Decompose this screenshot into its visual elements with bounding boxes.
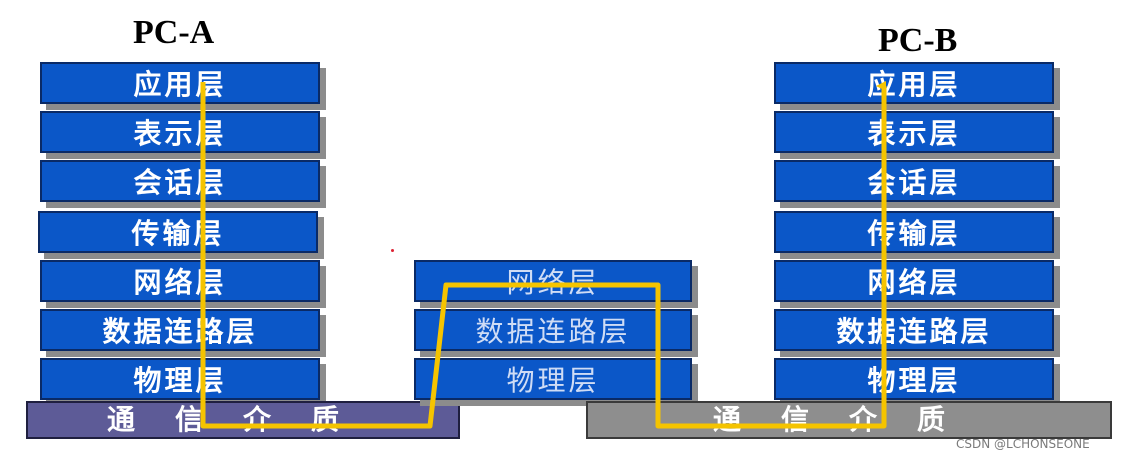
stray-dot: [391, 249, 394, 252]
pc-b-layer-presentation: 表示层: [774, 111, 1054, 153]
pc-a-layer-physical: 物理层: [40, 358, 320, 400]
pc-a-medium: 通信介质: [26, 401, 460, 439]
pc-b-medium: 通信介质: [586, 401, 1112, 439]
router-layer-datalink: 数据连路层: [414, 309, 692, 351]
pc-a-layer-datalink: 数据连路层: [40, 309, 320, 351]
pc-a-layer-application: 应用层: [40, 62, 320, 104]
pc-b-title: PC-B: [878, 22, 958, 59]
pc-b-layer-session: 会话层: [774, 160, 1054, 202]
pc-a-layer-session: 会话层: [40, 160, 320, 202]
router-layer-network: 网络层: [414, 260, 692, 302]
pc-b-layer-datalink: 数据连路层: [774, 309, 1054, 351]
router-layer-physical: 物理层: [414, 358, 692, 400]
pc-a-title: PC-A: [133, 14, 215, 51]
pc-a-layer-network: 网络层: [40, 260, 320, 302]
watermark: CSDN @LCHONSEONE: [956, 437, 1090, 451]
pc-a-layer-transport: 传输层: [38, 211, 318, 253]
data-flow-line: [200, 81, 887, 429]
pc-b-layer-network: 网络层: [774, 260, 1054, 302]
pc-a-layer-presentation: 表示层: [40, 111, 320, 153]
pc-b-layer-physical: 物理层: [774, 358, 1054, 400]
